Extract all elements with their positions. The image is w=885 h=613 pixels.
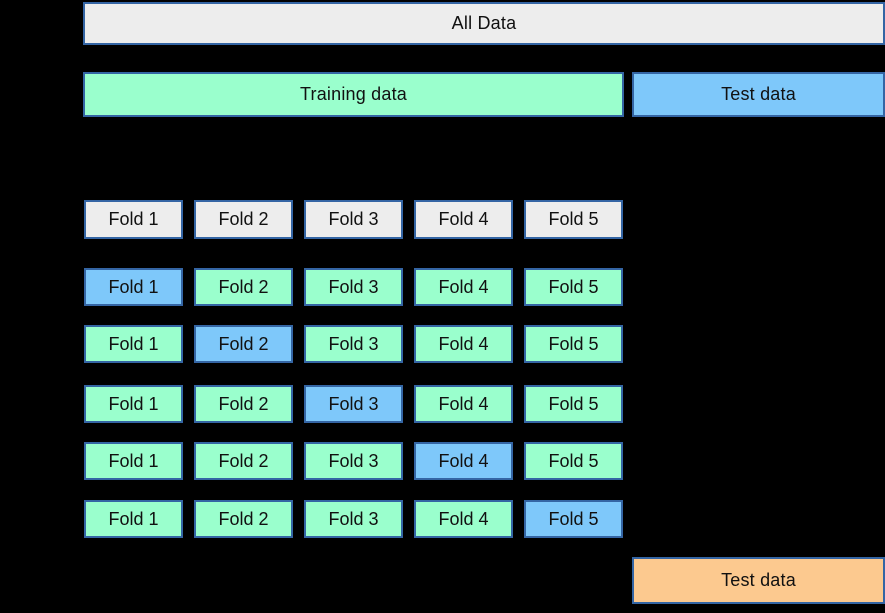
- cv-split-row-2: Fold 1 Fold 2 Fold 3 Fold 4 Fold 5: [84, 325, 623, 363]
- split4-fold1: Fold 1: [84, 442, 183, 480]
- fold-label: Fold 5: [548, 276, 599, 297]
- fold-label: Fold 2: [218, 508, 269, 529]
- split2-fold2-validation: Fold 2: [194, 325, 293, 363]
- fold-header-label-1: Fold 1: [108, 209, 159, 229]
- fold-label: Fold 4: [438, 333, 489, 354]
- fold-label: Fold 3: [328, 276, 379, 297]
- split2-fold1: Fold 1: [84, 325, 183, 363]
- cv-split-row-5: Fold 1 Fold 2 Fold 3 Fold 4 Fold 5: [84, 500, 623, 538]
- fold-label: Fold 3: [328, 508, 379, 529]
- final-test-data-bar: Test data: [632, 557, 885, 604]
- split5-fold3: Fold 3: [304, 500, 403, 538]
- fold-label: Fold 2: [218, 393, 269, 414]
- split3-fold4: Fold 4: [414, 385, 513, 423]
- fold-header-box-4: Fold 4: [414, 200, 513, 239]
- split2-fold4: Fold 4: [414, 325, 513, 363]
- split1-fold4: Fold 4: [414, 268, 513, 306]
- fold-label: Fold 3: [328, 450, 379, 471]
- fold-label: Fold 1: [108, 393, 159, 414]
- fold-label: Fold 3: [328, 333, 379, 354]
- split4-fold5: Fold 5: [524, 442, 623, 480]
- split1-fold2: Fold 2: [194, 268, 293, 306]
- split4-fold3: Fold 3: [304, 442, 403, 480]
- fold-header-box-5: Fold 5: [524, 200, 623, 239]
- fold-label: Fold 1: [108, 333, 159, 354]
- fold-header-box-1: Fold 1: [84, 200, 183, 239]
- fold-label: Fold 4: [438, 393, 489, 414]
- split1-fold5: Fold 5: [524, 268, 623, 306]
- fold-label: Fold 1: [108, 450, 159, 471]
- fold-label: Fold 5: [548, 333, 599, 354]
- split3-fold1: Fold 1: [84, 385, 183, 423]
- fold-label: Fold 5: [548, 393, 599, 414]
- fold-header-label-2: Fold 2: [218, 209, 269, 229]
- split5-fold2: Fold 2: [194, 500, 293, 538]
- fold-label: Fold 1: [108, 508, 159, 529]
- cv-split-row-4: Fold 1 Fold 2 Fold 3 Fold 4 Fold 5: [84, 442, 623, 480]
- split5-fold1: Fold 1: [84, 500, 183, 538]
- fold-label: Fold 1: [108, 276, 159, 297]
- fold-label: Fold 5: [548, 508, 599, 529]
- all-data-label: All Data: [451, 13, 517, 33]
- fold-header-label-5: Fold 5: [548, 209, 599, 229]
- split4-fold2: Fold 2: [194, 442, 293, 480]
- split5-fold4: Fold 4: [414, 500, 513, 538]
- split3-fold2: Fold 2: [194, 385, 293, 423]
- split3-fold3-validation: Fold 3: [304, 385, 403, 423]
- split3-fold5: Fold 5: [524, 385, 623, 423]
- fold-header-row: Fold 1 Fold 2 Fold 3 Fold 4 Fold 5: [84, 200, 623, 239]
- fold-label: Fold 2: [218, 333, 269, 354]
- split2-fold3: Fold 3: [304, 325, 403, 363]
- cv-split-row-1: Fold 1 Fold 2 Fold 3 Fold 4 Fold 5: [84, 268, 623, 306]
- training-data-bar: Training data: [83, 72, 624, 117]
- split5-fold5-validation: Fold 5: [524, 500, 623, 538]
- test-data-bar: Test data: [632, 72, 885, 117]
- fold-label: Fold 4: [438, 450, 489, 471]
- fold-label: Fold 4: [438, 508, 489, 529]
- fold-header-label-4: Fold 4: [438, 209, 489, 229]
- all-data-bar: All Data: [83, 2, 885, 45]
- training-data-label: Training data: [300, 84, 407, 104]
- fold-header-box-2: Fold 2: [194, 200, 293, 239]
- cv-split-row-3: Fold 1 Fold 2 Fold 3 Fold 4 Fold 5: [84, 385, 623, 423]
- fold-header-box-3: Fold 3: [304, 200, 403, 239]
- split1-fold3: Fold 3: [304, 268, 403, 306]
- fold-label: Fold 4: [438, 276, 489, 297]
- split4-fold4-validation: Fold 4: [414, 442, 513, 480]
- split1-fold1-validation: Fold 1: [84, 268, 183, 306]
- fold-header-label-3: Fold 3: [328, 209, 379, 229]
- fold-label: Fold 2: [218, 276, 269, 297]
- test-data-label: Test data: [721, 84, 796, 104]
- fold-label: Fold 5: [548, 450, 599, 471]
- split2-fold5: Fold 5: [524, 325, 623, 363]
- final-test-data-label: Test data: [721, 570, 796, 590]
- fold-label: Fold 3: [328, 393, 379, 414]
- fold-label: Fold 2: [218, 450, 269, 471]
